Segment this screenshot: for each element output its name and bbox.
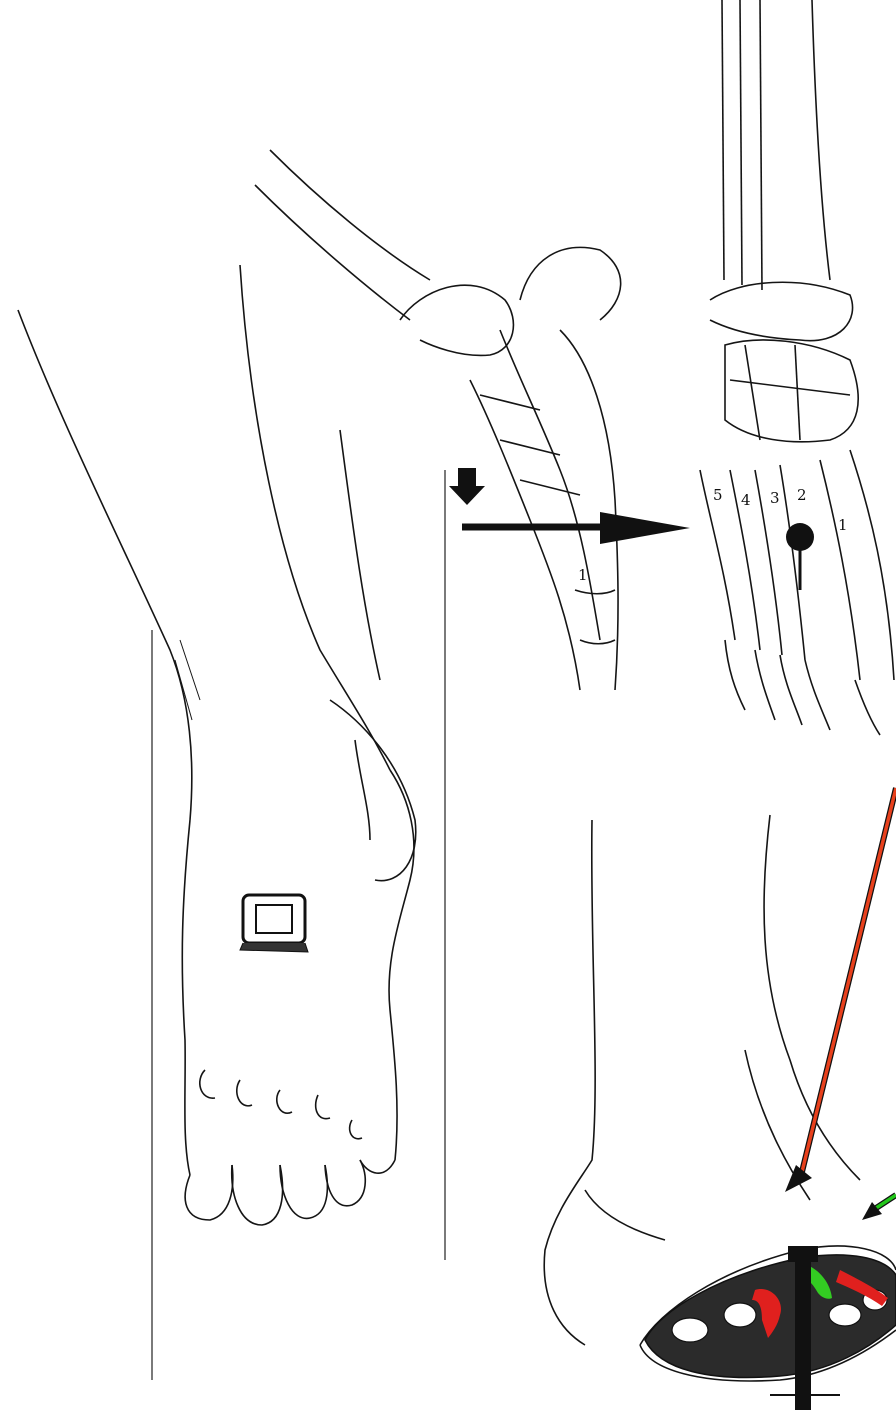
metatarsal-label: 2	[797, 486, 807, 504]
green-pointer-arrow	[862, 1195, 896, 1220]
metatarsal-label: 3	[770, 489, 780, 507]
metatarsal-label: 4	[741, 491, 751, 509]
metatarsal-label: 1	[838, 516, 848, 534]
nail-icon	[240, 895, 308, 952]
red-pointer-arrow	[785, 788, 896, 1192]
medial-view-label: 1	[578, 566, 588, 584]
foot-skeleton-medial-view	[255, 150, 621, 690]
foot-dorsal-view	[18, 265, 416, 1225]
metatarsal-label: 5	[713, 486, 723, 504]
foot-skeleton-dorsal-view	[700, 0, 894, 735]
down-arrow-icon	[449, 468, 485, 505]
